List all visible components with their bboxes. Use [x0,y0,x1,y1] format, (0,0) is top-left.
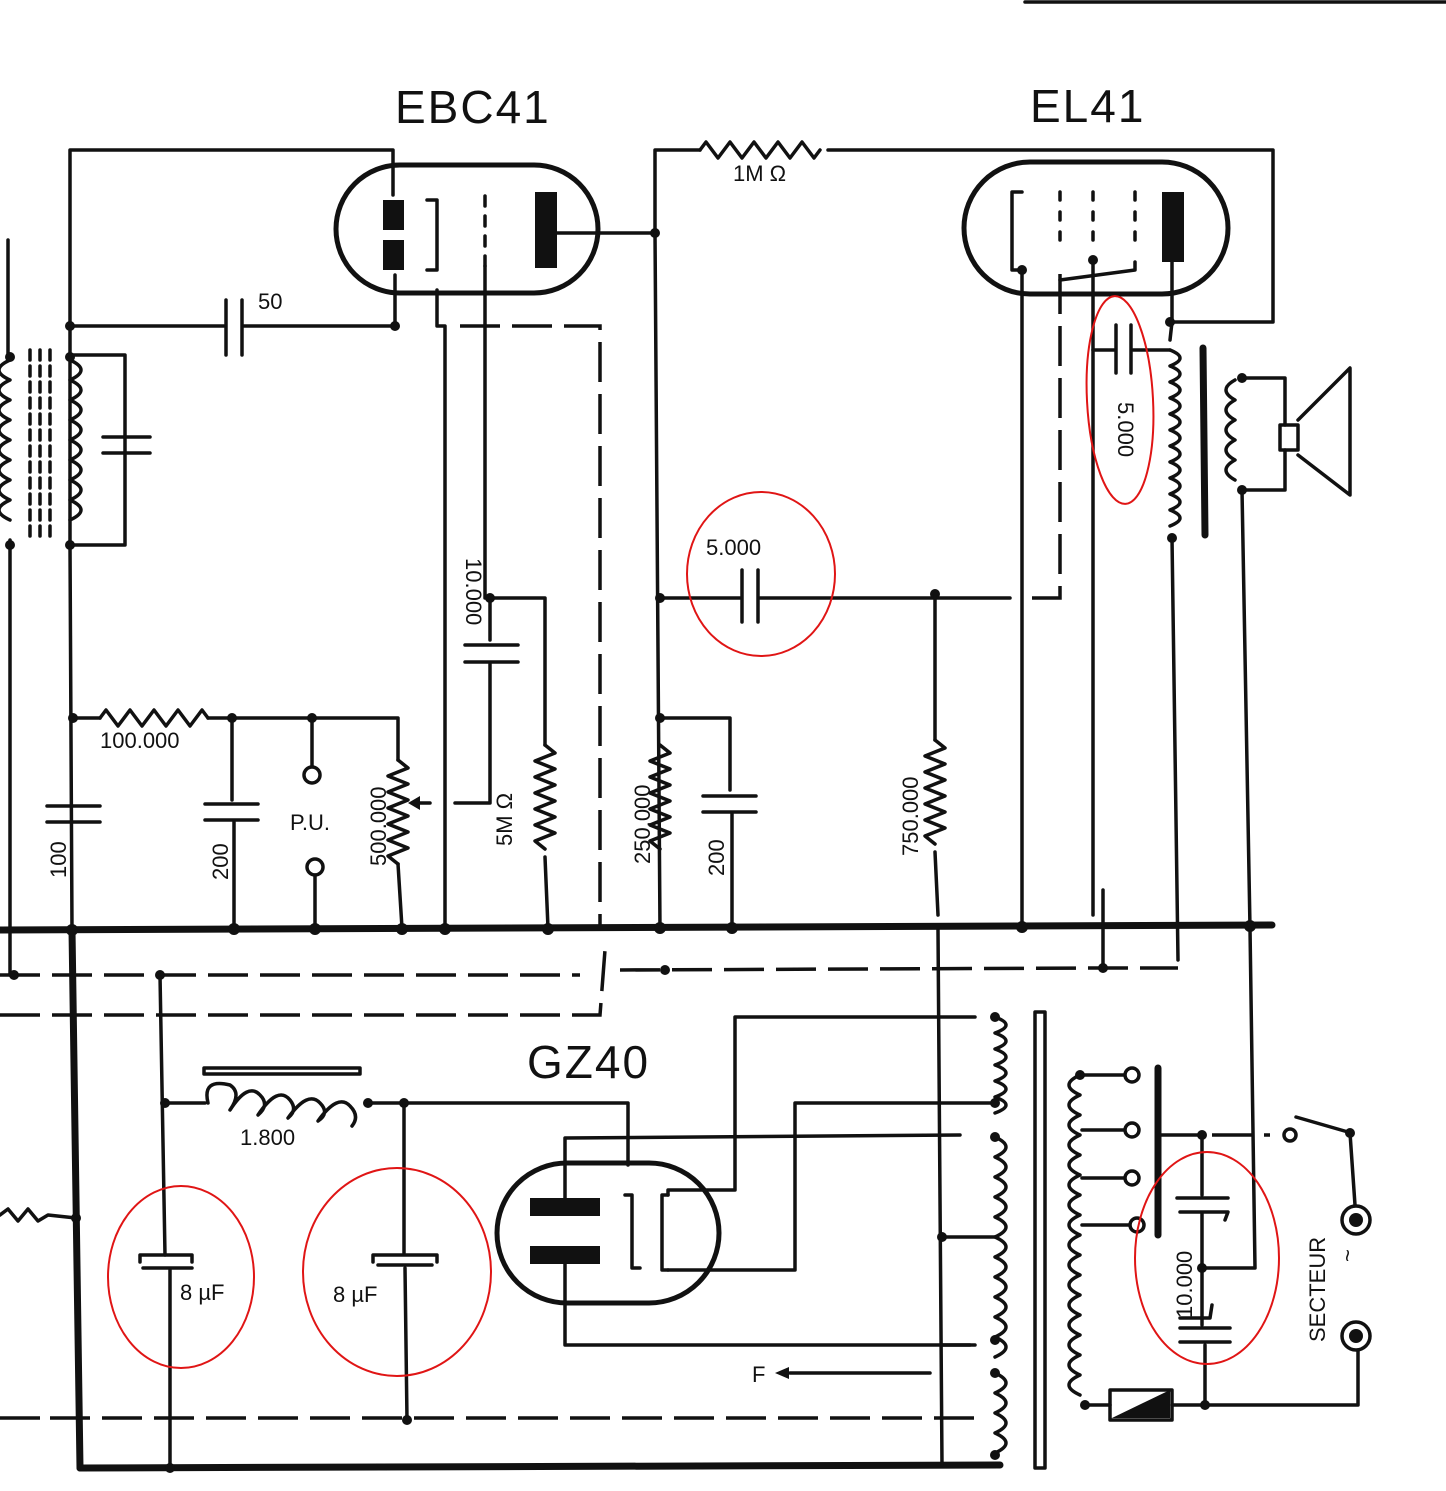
wire-if-to-diode [68,148,395,547]
ac-symbol: ~ [1335,1249,1360,1262]
r100000-label: 100.000 [100,728,180,753]
c10000-mains-label: 10.000 [1172,1251,1197,1318]
choke-1800 [202,1066,362,1128]
c10000-grid-label: 10.000 [461,558,486,625]
c200-el-label: 200 [704,839,729,876]
electrolytic-cap-2 [371,1253,439,1422]
choke1800-label: 1.800 [240,1125,295,1150]
secteur-label: SECTEUR [1305,1237,1330,1342]
highlight-c8uf-2 [302,1167,492,1377]
mains-socket-1 [1340,1204,1372,1236]
tube-gz40 [494,1160,722,1306]
f-label: F [752,1362,765,1387]
tube-label-gz40: GZ40 [527,1036,650,1088]
mains-socket-2 [1340,1320,1372,1352]
speaker-icon [1278,366,1352,497]
electrolytic-cap-1 [138,1253,194,1470]
if-transformer [0,238,152,977]
r1m-label: 1M Ω [733,161,786,186]
r5m-label: 5M Ω [492,793,517,846]
power-transformer [990,1010,1090,1470]
c5000-coupling-label: 5.000 [706,535,761,560]
highlight-c10000-mains [1134,1151,1280,1365]
pu-label: P.U. [290,810,330,835]
tube-ebc41 [333,162,601,296]
tube-label-ebc41: EBC41 [395,81,551,133]
c100-label: 100 [46,841,71,878]
highlight-c5000-coupling [686,491,836,657]
c50-label: 50 [258,289,282,314]
highlight-c8uf-1 [107,1185,255,1369]
pot500000-label: 500.000 [366,786,391,866]
chassis-rail [0,921,1276,934]
c200-pu-label: 200 [208,843,233,880]
r250000-label: 250.000 [630,784,655,864]
r750000-label: 750.000 [898,776,923,856]
c5000-anode-label: 5.000 [1113,402,1138,457]
c8uf-2-label: 8 µF [333,1282,377,1307]
c8uf-1-label: 8 µF [180,1280,224,1305]
highlight-c5000-anode [1085,295,1155,505]
rail-junctions [66,920,1256,936]
tube-label-el41: EL41 [1030,80,1145,132]
tube-el41 [961,159,1231,297]
